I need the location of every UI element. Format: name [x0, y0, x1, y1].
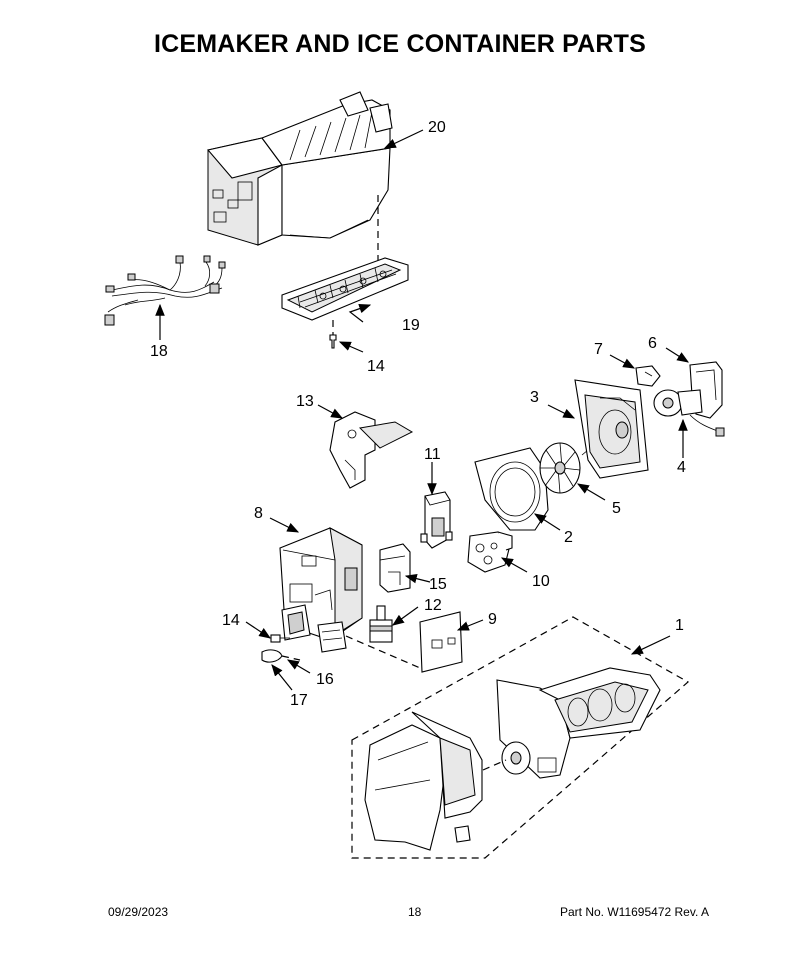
callout-19: 19	[402, 317, 420, 334]
callout-2: 2	[564, 529, 573, 546]
door-flap-part	[419, 611, 463, 673]
small-bracket-part	[379, 543, 411, 593]
footer-date: 09/29/2023	[108, 905, 169, 919]
screw-part	[329, 334, 337, 349]
callout-3: 3	[530, 389, 539, 406]
callout-1: 1	[675, 617, 684, 634]
callout-20: 20	[428, 119, 446, 136]
switch-part	[420, 491, 453, 549]
connector-part	[635, 365, 661, 387]
callout-9: 9	[488, 611, 497, 628]
page-title: ICEMAKER AND ICE CONTAINER PARTS	[153, 30, 647, 58]
callout-5: 5	[612, 500, 621, 517]
wire-harness-part	[104, 255, 226, 326]
callout-11: 11	[424, 446, 441, 463]
fan-blade-part	[539, 442, 581, 494]
callout-6: 6	[648, 335, 657, 352]
damper-motor-part	[653, 389, 725, 437]
callout-10: 10	[532, 573, 550, 590]
dispenser-housing-part	[279, 527, 363, 653]
icemaker-assembly-part	[206, 91, 393, 246]
motor-part	[467, 531, 513, 573]
callout-13: 13	[296, 393, 314, 410]
callout-16: 16	[316, 671, 334, 688]
ice-tray-part	[281, 257, 409, 321]
callout-18: 18	[150, 343, 168, 360]
ice-bucket-part	[496, 667, 661, 779]
callout-4: 4	[677, 459, 686, 476]
callout-8: 8	[254, 505, 263, 522]
bracket-part	[329, 411, 414, 489]
footer-page-number: 18	[408, 905, 422, 919]
footer-part-number: Part No. W11695472 Rev. A	[560, 905, 709, 919]
callout-17: 17	[290, 692, 308, 709]
callout-15: 15	[429, 576, 447, 593]
callout-7: 7	[594, 341, 603, 358]
ice-container-front-part	[364, 711, 483, 851]
clip-part	[261, 649, 283, 663]
callout-14-lower: 14	[222, 612, 240, 629]
callout-12: 12	[424, 597, 442, 614]
fan-cover-part	[574, 379, 649, 479]
fan-housing-part	[474, 447, 549, 531]
screw-lower-part	[270, 634, 290, 643]
callout-14-top: 14	[367, 358, 385, 375]
solenoid-part	[369, 605, 393, 643]
